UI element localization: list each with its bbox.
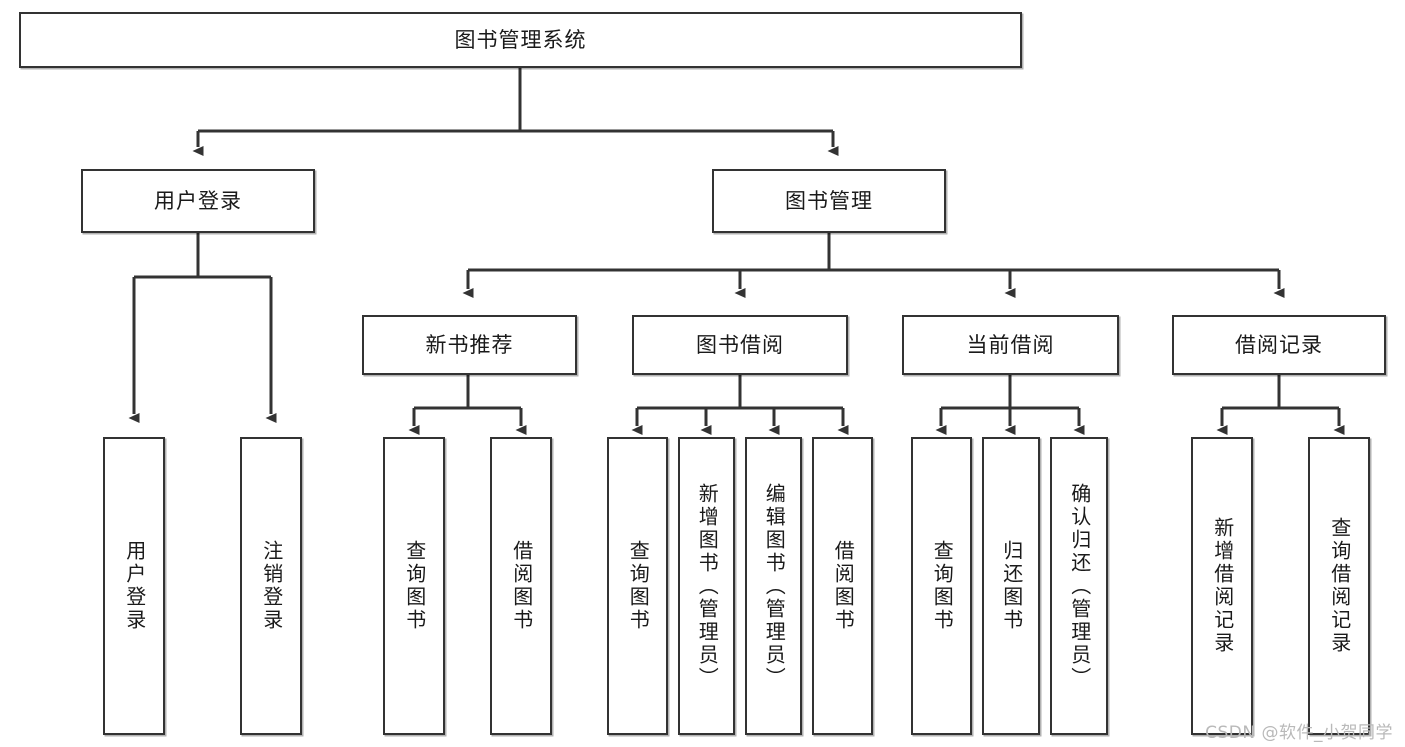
node-label: 用户登录: [122, 540, 147, 632]
leaf-new-book-borrow[interactable]: 借阅图书: [490, 437, 552, 735]
node-label: 查询图书: [626, 540, 651, 632]
leaf-record-add-borrow-record[interactable]: 新增借阅记录: [1191, 437, 1253, 735]
node-label: 借阅记录: [1235, 332, 1323, 357]
node-label: 新增借阅记录: [1210, 517, 1235, 655]
leaf-borrow-add-book-admin[interactable]: 新增图书（管理员）: [678, 437, 735, 735]
node-label: 注销登录: [259, 540, 284, 632]
node-label: 借阅图书: [831, 540, 856, 632]
node-new-book-recommend[interactable]: 新书推荐: [362, 315, 577, 375]
leaf-new-book-query[interactable]: 查询图书: [383, 437, 445, 735]
node-book-management[interactable]: 图书管理: [712, 169, 946, 233]
node-label: 查询借阅记录: [1327, 517, 1352, 655]
node-label: 归还图书: [999, 540, 1024, 632]
node-label: 新书推荐: [425, 332, 514, 357]
leaf-user-login[interactable]: 用户登录: [103, 437, 165, 735]
leaf-current-return-book[interactable]: 归还图书: [982, 437, 1040, 735]
node-current-borrow[interactable]: 当前借阅: [902, 315, 1119, 375]
leaf-borrow-borrow-book[interactable]: 借阅图书: [812, 437, 873, 735]
node-label: 图书管理: [785, 188, 873, 213]
leaf-record-query-borrow-record[interactable]: 查询借阅记录: [1308, 437, 1370, 735]
leaf-logout-login[interactable]: 注销登录: [240, 437, 302, 735]
leaf-borrow-query-book[interactable]: 查询图书: [607, 437, 668, 735]
node-label: 图书借阅: [696, 332, 784, 357]
watermark: CSDN @软件_小贺同学: [1205, 723, 1393, 743]
node-label: 借阅图书: [509, 540, 534, 632]
leaf-current-query-book[interactable]: 查询图书: [911, 437, 972, 735]
node-label: 图书管理系统: [454, 27, 587, 52]
node-label: 查询图书: [402, 540, 427, 632]
node-label: 当前借阅: [966, 332, 1055, 357]
node-label: 确认归还（管理员）: [1067, 482, 1092, 690]
node-label: 用户登录: [154, 188, 242, 213]
node-borrow-record[interactable]: 借阅记录: [1172, 315, 1386, 375]
leaf-borrow-edit-book-admin[interactable]: 编辑图书（管理员）: [745, 437, 802, 735]
node-user-login[interactable]: 用户登录: [81, 169, 315, 233]
leaf-current-confirm-return-admin[interactable]: 确认归还（管理员）: [1050, 437, 1108, 735]
node-label: 新增图书（管理员）: [695, 482, 720, 690]
node-book-borrow[interactable]: 图书借阅: [632, 315, 848, 375]
node-label: 查询图书: [930, 540, 955, 632]
node-label: 编辑图书（管理员）: [762, 482, 787, 690]
node-root-book-management-system[interactable]: 图书管理系统: [19, 12, 1022, 68]
